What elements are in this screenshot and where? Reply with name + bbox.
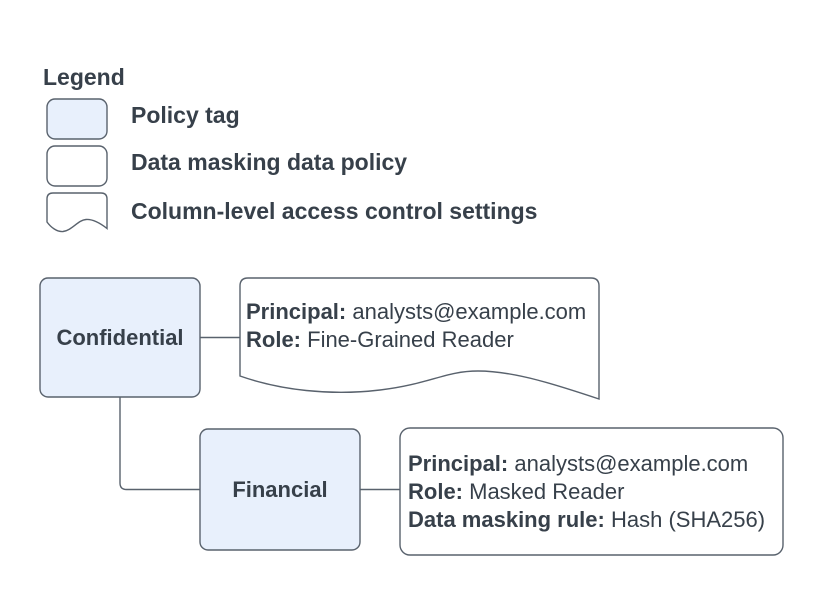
financial-node [199, 428, 361, 551]
principal-line: Principal: analysts@example.com [246, 298, 586, 326]
rule-field-value: Hash (SHA256) [610, 507, 766, 532]
role-line: Role: Fine-Grained Reader [246, 326, 586, 354]
access-control-swatch [46, 192, 108, 233]
financial-label: Financial [232, 476, 328, 502]
role-line: Role: Masked Reader [408, 478, 765, 506]
principal-field-value: analysts@example.com [514, 451, 749, 476]
access-control-node [239, 277, 600, 400]
role-field-value: Fine-Grained Reader [307, 327, 514, 352]
principal-field-value: analysts@example.com [352, 299, 587, 324]
confidential-label: Confidential [56, 324, 184, 350]
connector-confidential-financial [119, 397, 200, 491]
masking-rule-line: Data masking rule: Hash (SHA256) [408, 506, 765, 534]
principal-field-label: Principal: [246, 299, 347, 324]
data-policy-text: Principal: analysts@example.com Role: Ma… [408, 450, 765, 534]
role-field-label: Role: [408, 479, 463, 504]
data-policy-swatch [46, 145, 108, 187]
confidential-node [39, 277, 201, 398]
legend-item-policy-tag: Policy tag [131, 102, 240, 128]
data-policy-node [399, 427, 784, 556]
legend-item-data-policy: Data masking data policy [131, 149, 408, 175]
rule-field-label: Data masking rule: [408, 507, 605, 532]
role-field-label: Role: [246, 327, 301, 352]
access-control-text: Principal: analysts@example.com Role: Fi… [246, 298, 586, 354]
role-field-value: Masked Reader [469, 479, 625, 504]
policy-tag-swatch [46, 98, 108, 140]
principal-line: Principal: analysts@example.com [408, 450, 765, 478]
principal-field-label: Principal: [408, 451, 509, 476]
legend-title: Legend [43, 64, 125, 90]
legend-item-access-control: Column-level access control settings [131, 198, 538, 224]
